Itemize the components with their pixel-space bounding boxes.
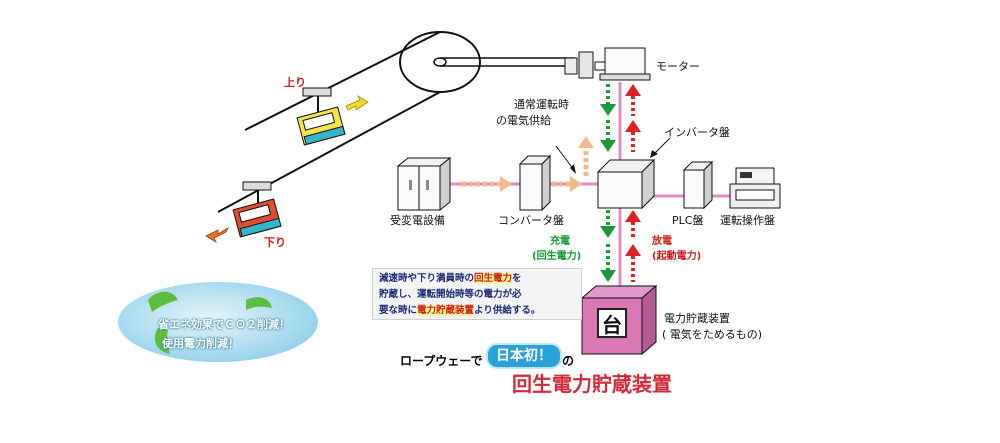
converter-cabinet bbox=[518, 154, 552, 212]
regeneration-note: 減速時や下り満員時の回生電力を 貯蔵し、運転開始時等の電力が必 要な時に電力貯蔵… bbox=[372, 268, 582, 320]
note-text-5: より供給する。 bbox=[474, 305, 541, 316]
plc-label: PLC盤 bbox=[672, 214, 704, 227]
charge-label-1: 充電 bbox=[550, 236, 570, 247]
note-text-1: 減速時や下り満員時の bbox=[379, 273, 475, 284]
note-highlight-2: 電力貯蔵装置 bbox=[417, 305, 475, 316]
normal-supply-arrows bbox=[462, 136, 594, 192]
motor bbox=[564, 47, 651, 81]
title-prefix: ロープウェーで bbox=[400, 354, 483, 368]
down-label: 下り bbox=[264, 236, 286, 249]
bullwheel-hub bbox=[433, 57, 447, 67]
eco-message: 省エネ効果でＣＯ２削減！ 使用電力削減！ bbox=[158, 315, 290, 353]
substation-cabinet bbox=[396, 156, 452, 212]
arrow-right-icon bbox=[345, 94, 369, 111]
up-label: 上り bbox=[284, 76, 306, 89]
storage-mark: 台 bbox=[597, 308, 627, 338]
gondola-down bbox=[232, 181, 282, 238]
rope-system bbox=[217, 31, 575, 213]
inverter-cabinet bbox=[596, 158, 656, 210]
charge-arrows bbox=[600, 84, 616, 282]
note-text-3: 貯蔵し、運転開始時等の電力が必 bbox=[379, 289, 522, 300]
upper-rope bbox=[244, 31, 441, 131]
note-line-3: 要な時に電力貯蔵装置より供給する。 bbox=[379, 303, 575, 319]
normal-supply-label-2: の電気供給 bbox=[496, 114, 551, 127]
note-text-2: を bbox=[512, 273, 522, 284]
title-suffix: の bbox=[562, 354, 575, 368]
storage-label-1: 電力貯蔵装置 bbox=[664, 312, 730, 325]
japan-first-badge: 日本初！ bbox=[486, 343, 562, 369]
note-highlight-1: 回生電力 bbox=[474, 273, 513, 284]
operation-panel bbox=[729, 167, 781, 209]
storage-label-2: ( 電気をためるもの) bbox=[662, 328, 763, 341]
eco-line-2: 使用電力削減！ bbox=[162, 337, 239, 350]
charge-label-2: (回生電力) bbox=[532, 251, 582, 262]
leader-lines bbox=[555, 137, 671, 174]
main-title: 回生電力貯蔵装置 bbox=[512, 372, 672, 396]
discharge-label-2: (起動電力) bbox=[652, 251, 702, 262]
note-line-1: 減速時や下り満員時の回生電力を bbox=[379, 271, 575, 287]
note-line-2: 貯蔵し、運転開始時等の電力が必 bbox=[379, 287, 575, 303]
operation-label: 運転操作盤 bbox=[720, 214, 775, 227]
lower-rope bbox=[217, 91, 441, 213]
discharge-label-1: 放電 bbox=[652, 236, 672, 247]
note-text-4: 要な時に bbox=[379, 305, 418, 316]
eco-cloud bbox=[118, 282, 318, 362]
plc-cabinet bbox=[682, 160, 714, 210]
motor-label: モーター bbox=[656, 60, 700, 73]
converter-label: コンバータ盤 bbox=[498, 214, 564, 227]
substation-label: 受変電設備 bbox=[390, 214, 445, 227]
arrow-left-icon bbox=[205, 226, 229, 244]
inverter-label: インバータ盤 bbox=[664, 126, 730, 139]
normal-supply-label-1: 通常運転時 bbox=[514, 98, 569, 111]
discharge-arrows bbox=[625, 84, 641, 282]
gondola-up bbox=[296, 87, 346, 146]
eco-line-1: 省エネ効果でＣＯ２削減！ bbox=[158, 318, 290, 331]
